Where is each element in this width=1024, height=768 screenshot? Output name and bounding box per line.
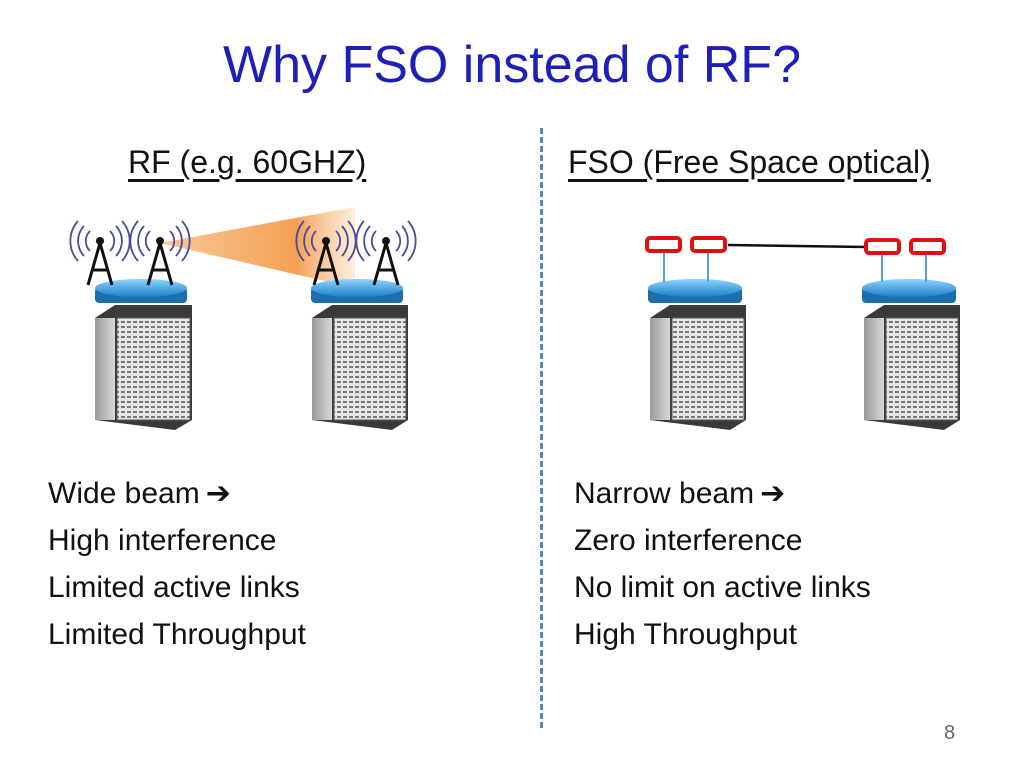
list-item: Limited Throughput: [48, 618, 306, 651]
server-rack-fso-right: [864, 305, 960, 430]
right-arrow-icon: ➔: [205, 477, 231, 510]
fso-mount-icon: [663, 251, 927, 282]
list-item: Narrow beam➔: [574, 477, 786, 510]
rf-wide-beam: [160, 207, 355, 288]
switch-rf-right: [311, 279, 403, 303]
list-item: No limit on active links: [574, 571, 871, 604]
fso-transceiver-icon: [645, 236, 946, 255]
server-rack-fso-left: [650, 305, 746, 430]
column-divider: [540, 128, 543, 728]
switch-fso-left: [648, 279, 742, 303]
server-rack-rf-left: [95, 305, 192, 430]
fso-heading: FSO (Free Space optical): [568, 144, 931, 180]
list-item: High Throughput: [574, 618, 797, 651]
server-rack-rf-right: [312, 305, 408, 430]
radio-wave-icon: [69, 220, 417, 262]
rf-bullet-list: Wide beam➔ High interference Limited act…: [48, 470, 306, 658]
fso-bullet-list: Narrow beam➔ Zero interference No limit …: [574, 470, 871, 658]
rf-heading: RF (e.g. 60GHZ): [128, 144, 367, 180]
antenna-tip-icon: [96, 237, 390, 245]
list-item: Limited active links: [48, 571, 300, 604]
fso-link-line: [727, 243, 867, 249]
list-item: Zero interference: [574, 524, 803, 557]
switch-rf-left: [95, 279, 187, 303]
slide-title: Why FSO instead of RF?: [223, 36, 801, 94]
right-arrow-icon: ➔: [760, 477, 786, 510]
page-number: 8: [944, 722, 956, 744]
list-item: Wide beam➔: [48, 477, 231, 510]
list-item: High interference: [48, 524, 277, 557]
antenna-tower-icon: [86, 242, 400, 286]
switch-fso-right: [862, 279, 956, 303]
